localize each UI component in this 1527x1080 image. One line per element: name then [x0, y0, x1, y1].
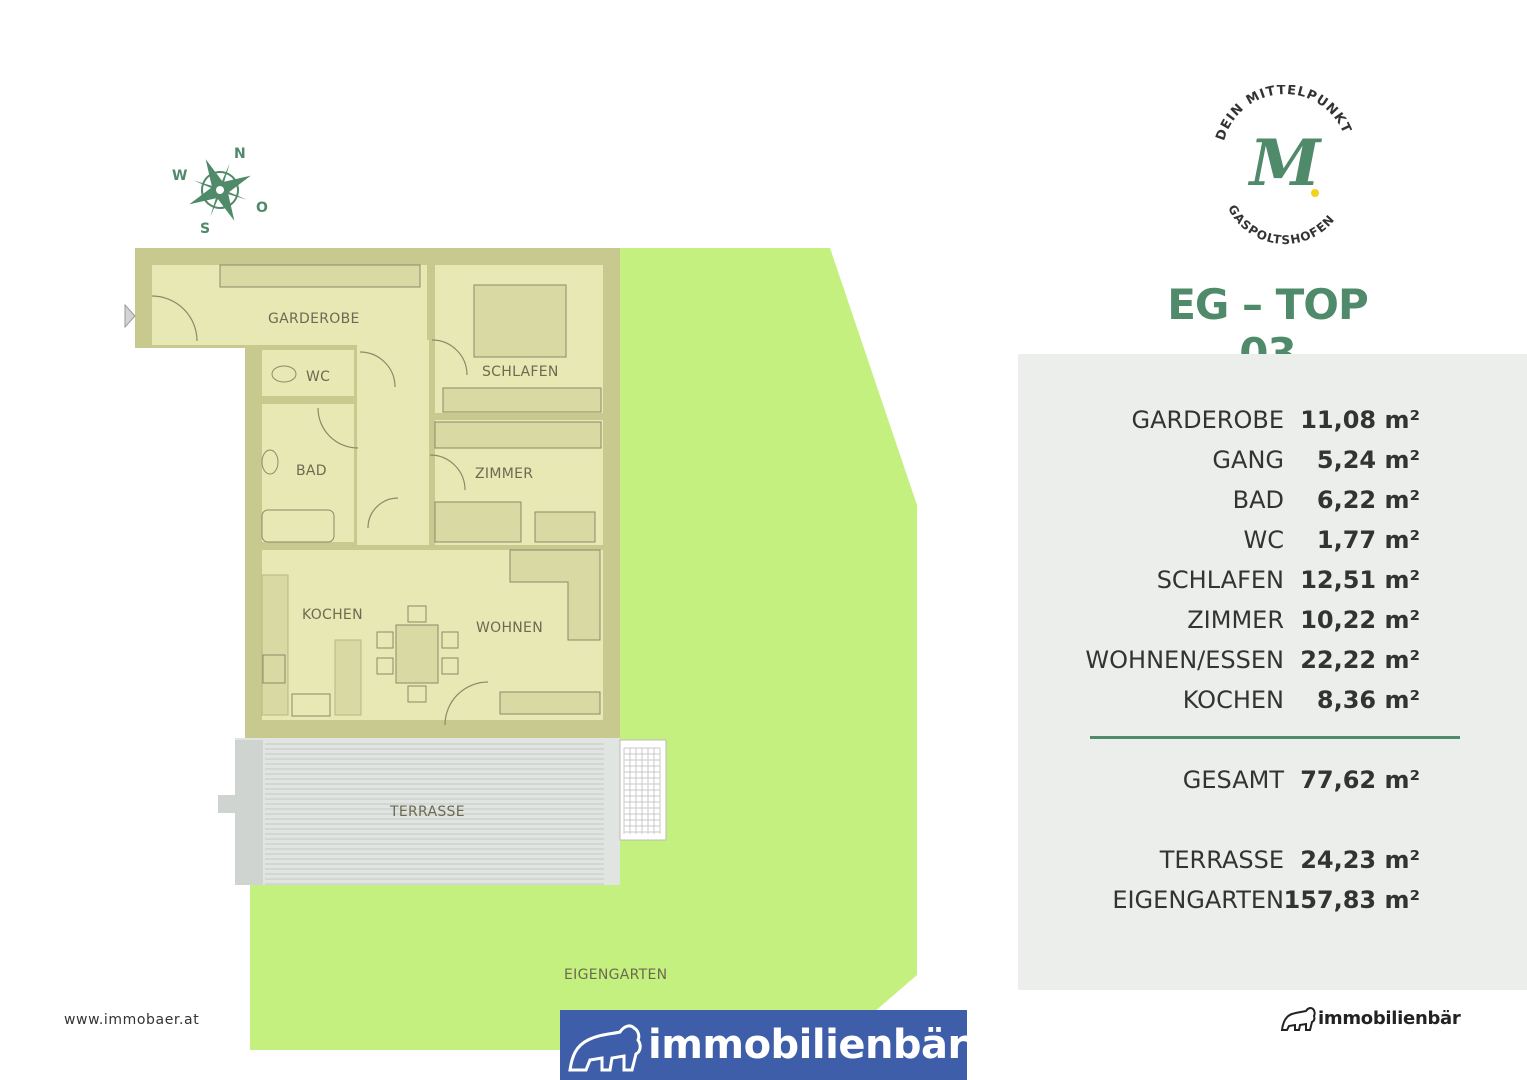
area-label: SCHLAFEN [1156, 566, 1284, 594]
terrasse-deck-boards [265, 743, 604, 885]
wardrobe-garderobe-icon [219, 264, 421, 288]
area-value: 8,36 m² [1316, 686, 1420, 714]
sofa-icon [509, 549, 601, 641]
area-value: 22,22 m² [1300, 646, 1420, 674]
wardrobe-icon [442, 387, 602, 413]
brand-small-text: immobilienbär [1318, 1008, 1461, 1029]
room-label-wohnen: WOHNEN [476, 620, 543, 636]
area-value: 12,51 m² [1300, 566, 1420, 594]
area-label: BAD [1232, 486, 1284, 514]
area-table-divider [1090, 736, 1460, 739]
area-table-panel: GARDEROBE 11,08 m² GANG 5,24 m² BAD 6,22 m² WC… [1018, 354, 1527, 990]
area-row-terrasse: TERRASSE 24,23 m² [1018, 846, 1527, 880]
area-total-value: 77,62 m² [1300, 766, 1420, 794]
area-value: 6,22 m² [1316, 486, 1420, 514]
brand-banner: immobilienbär [560, 1010, 967, 1080]
compass-s-label: S [200, 221, 210, 237]
terrasse-side-wall [235, 740, 263, 885]
logo-arc-bottom: GASPOLTSHOFEN [1225, 202, 1336, 245]
area-row: WC 1,77 m² [1018, 526, 1527, 560]
area-label: ZIMMER [1187, 606, 1284, 634]
bear-small-icon [1280, 1006, 1316, 1031]
eigengarten-area [250, 248, 917, 1050]
area-label: WOHNEN/ESSEN [1085, 646, 1284, 674]
area-value: 10,22 m² [1300, 606, 1420, 634]
kitchen-counter [261, 574, 289, 716]
area-row: GANG 5,24 m² [1018, 446, 1527, 480]
area-row: GARDEROBE 11,08 m² [1018, 406, 1527, 440]
zimmer-shelf-icon [434, 421, 602, 449]
area-value: 157,83 m² [1283, 886, 1421, 914]
room-label-eigengarten: EIGENGARTEN [564, 967, 667, 983]
wc-toilet-icon [271, 365, 297, 383]
area-label: EIGENGARTEN [1112, 886, 1284, 914]
room-label-terrasse: TERRASSE [389, 804, 465, 820]
area-label: GARDEROBE [1131, 406, 1284, 434]
privacy-screen-grid [623, 747, 661, 834]
mittelpunkt-logo: DEIN MITTELPUNKT GASPOLTSHOFEN M [1213, 85, 1353, 245]
room-label-garderobe: GARDEROBE [268, 311, 360, 327]
logo-yellow-dot [1311, 189, 1319, 197]
kitchen-island [334, 639, 362, 716]
floor-plan: GARDEROBE WC SCHLAFEN BAD ZIMMER KOCHEN … [124, 146, 917, 1050]
area-label: TERRASSE [1159, 846, 1284, 874]
dining-chairs-icon [376, 605, 459, 703]
area-value: 11,08 m² [1300, 406, 1420, 434]
room-label-schlafen: SCHLAFEN [482, 364, 559, 380]
area-value: 24,23 m² [1300, 846, 1420, 874]
area-row-eigengarten: EIGENGARTEN 157,83 m² [1018, 886, 1527, 920]
area-label: GANG [1212, 446, 1284, 474]
zimmer-bed-icon [434, 501, 522, 543]
compass-w-label: W [172, 168, 187, 184]
area-value: 1,77 m² [1316, 526, 1420, 554]
room-label-bad: BAD [296, 463, 327, 479]
terrasse-deck [235, 738, 620, 885]
bathtub-icon [261, 509, 335, 543]
compass-rose-icon [189, 159, 251, 221]
area-row: ZIMMER 10,22 m² [1018, 606, 1527, 640]
area-total-label: GESAMT [1182, 766, 1284, 794]
area-row: BAD 6,22 m² [1018, 486, 1527, 520]
website-link[interactable]: www.immobaer.at [64, 1012, 200, 1028]
entrance-arrow-icon [124, 303, 136, 329]
compass-n-label: N [234, 146, 246, 162]
sink-icon [291, 693, 331, 717]
room-label-zimmer: ZIMMER [475, 466, 533, 482]
dining-table-icon [395, 624, 439, 684]
brand-banner-text: immobilienbär [648, 1022, 967, 1068]
double-bed-icon [473, 284, 567, 358]
area-label: KOCHEN [1182, 686, 1284, 714]
area-row: WOHNEN/ESSEN 22,22 m² [1018, 646, 1527, 680]
room-label-kochen: KOCHEN [302, 607, 363, 623]
washbasin-icon [261, 449, 279, 475]
logo-monogram: M [1248, 126, 1323, 201]
area-row: KOCHEN 8,36 m² [1018, 686, 1527, 720]
area-row-total: GESAMT 77,62 m² [1018, 766, 1527, 800]
room-label-wc: WC [306, 369, 330, 385]
gang-floor [357, 340, 429, 545]
compass-o-label: O [256, 200, 268, 216]
area-label: WC [1243, 526, 1285, 554]
stove-icon [262, 654, 286, 684]
desk-icon [534, 511, 596, 543]
bear-icon [568, 1024, 642, 1072]
area-value: 5,24 m² [1316, 446, 1420, 474]
area-row: SCHLAFEN 12,51 m² [1018, 566, 1527, 600]
sideboard-icon [499, 691, 601, 715]
terrasse-step [218, 795, 238, 813]
door-swings [151, 295, 489, 726]
svg-text:GASPOLTSHOFEN: GASPOLTSHOFEN [1225, 202, 1337, 245]
